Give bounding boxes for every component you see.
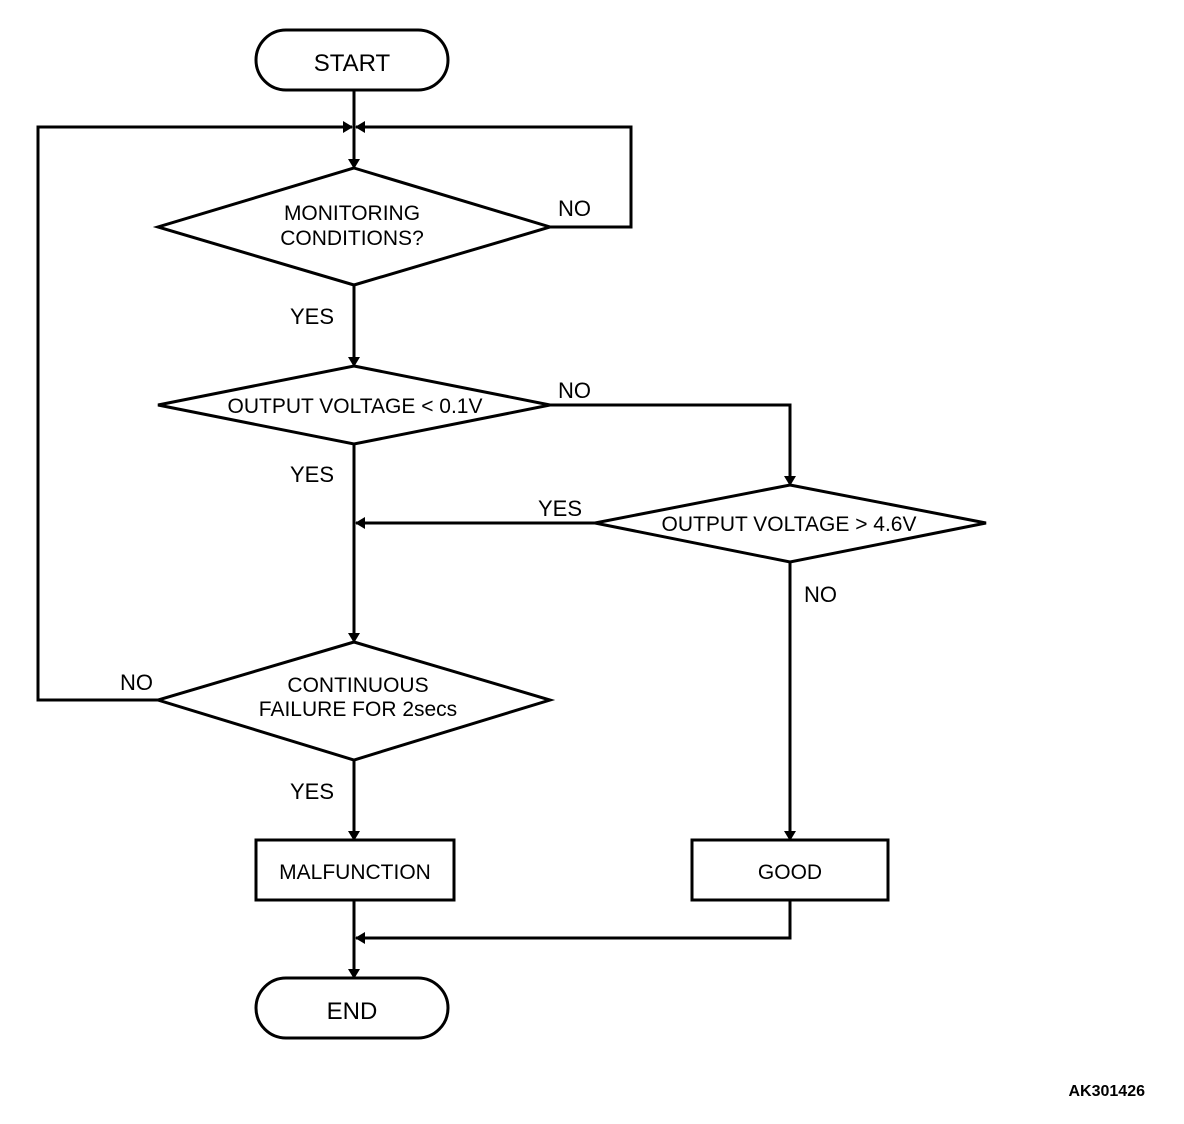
- start-label: START: [314, 50, 391, 77]
- no-label-continuous: NO: [120, 670, 153, 695]
- no-label-low-voltage: NO: [558, 378, 591, 403]
- end-label: END: [327, 998, 378, 1025]
- end-terminal: END: [254, 976, 450, 1040]
- high-voltage-label: OUTPUT VOLTAGE > 4.6V: [662, 513, 917, 536]
- connector-good-to-end: [355, 900, 792, 944]
- connector-continuous-no-loop: [36, 121, 353, 702]
- good-box: GOOD: [690, 838, 890, 902]
- reference-code: AK301426: [1069, 1083, 1146, 1100]
- monitoring-conditions-decision: MONITORING CONDITIONS?: [152, 166, 556, 287]
- low-voltage-label: OUTPUT VOLTAGE < 0.1V: [228, 395, 483, 418]
- yes-label-high-voltage: YES: [538, 496, 582, 521]
- malfunction-box: MALFUNCTION: [254, 838, 456, 902]
- monitoring-label-line1: MONITORING: [284, 202, 420, 225]
- malfunction-label: MALFUNCTION: [279, 861, 431, 884]
- good-label: GOOD: [758, 861, 822, 884]
- connector-low-no: [550, 403, 796, 486]
- monitoring-label-line2: CONDITIONS?: [280, 227, 424, 250]
- start-terminal: START: [254, 28, 450, 92]
- continuous-failure-decision: CONTINUOUS FAILURE FOR 2secs: [152, 640, 556, 762]
- yes-label-monitoring: YES: [290, 304, 334, 329]
- continuous-label-line1: CONTINUOUS: [287, 674, 428, 697]
- yes-label-continuous: YES: [290, 779, 334, 804]
- high-voltage-decision: OUTPUT VOLTAGE > 4.6V: [594, 483, 987, 564]
- low-voltage-decision: OUTPUT VOLTAGE < 0.1V: [157, 364, 551, 446]
- no-label-monitoring: NO: [558, 196, 591, 221]
- no-label-high-voltage: NO: [804, 582, 837, 607]
- connectors: [36, 90, 796, 979]
- continuous-label-line2: FAILURE FOR 2secs: [259, 698, 457, 721]
- branch-labels: NO YES NO YES YES NO NO YES: [120, 196, 837, 804]
- connector-monitoring-no-loop: [355, 121, 633, 229]
- yes-label-low-voltage: YES: [290, 462, 334, 487]
